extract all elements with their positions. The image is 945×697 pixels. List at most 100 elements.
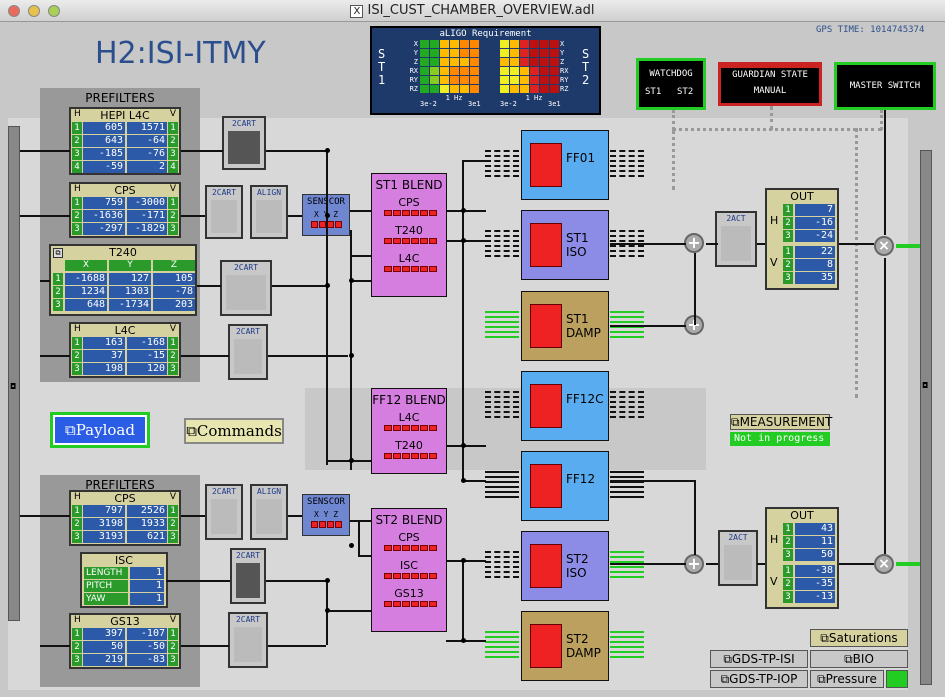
guardian-state-button[interactable]: GUARDIAN STATE MANUAL xyxy=(718,62,822,106)
left-scroll-bar[interactable]: ◘ xyxy=(8,126,20,621)
value-cell: -16 xyxy=(795,217,835,229)
row-index: 3 xyxy=(72,148,82,160)
st2-cps-2cart-button[interactable]: 2CART xyxy=(205,484,243,540)
st1-hepi-2cart-button[interactable]: 2CART xyxy=(222,116,266,170)
status-led xyxy=(420,545,428,551)
minimize-button[interactable] xyxy=(28,5,40,17)
dotted-line xyxy=(672,130,675,190)
close-button[interactable] xyxy=(8,5,20,17)
signal-line xyxy=(485,160,519,162)
signal-line xyxy=(485,471,519,473)
ff12c-button[interactable]: FF12C xyxy=(521,371,609,441)
st1-align-button[interactable]: ALIGN xyxy=(250,185,288,239)
l4c-2cart-button-matrix xyxy=(234,339,262,374)
isc-2cart-button[interactable]: 2CART xyxy=(230,548,266,604)
wire xyxy=(181,215,205,217)
pressure-button[interactable]: ⧉Pressure xyxy=(810,670,884,688)
signal-line xyxy=(485,561,519,563)
st2-iso-button[interactable]: ST2 ISO xyxy=(521,531,609,601)
st2-damp-button[interactable]: ST2 DAMP xyxy=(521,611,609,681)
st2-align-button[interactable]: ALIGN xyxy=(250,484,288,540)
aligo-st2-grid xyxy=(500,40,560,100)
signal-line xyxy=(485,571,519,573)
gds-tp-isi-button[interactable]: ⧉GDS-TP-ISI xyxy=(710,650,808,668)
aligo-cell xyxy=(450,58,459,66)
status-led xyxy=(402,210,410,216)
zoom-button[interactable] xyxy=(48,5,60,17)
master-switch-button[interactable]: MASTER SWITCH xyxy=(834,62,936,110)
aligo-cell xyxy=(470,67,479,75)
wire xyxy=(268,355,348,357)
row-index: 2 xyxy=(783,217,793,229)
st1-iso-button-leds xyxy=(530,223,562,267)
aligo-axis-label: Z xyxy=(560,58,565,66)
st2-2act-button[interactable]: 2ACT xyxy=(718,530,758,586)
st1-2act-button[interactable]: 2ACT xyxy=(715,211,757,267)
signal-line xyxy=(485,230,519,232)
gds-tp-iop-button[interactable]: ⧉GDS-TP-IOP xyxy=(710,670,808,688)
gs13-2cart-button[interactable]: 2CART xyxy=(228,612,268,668)
wire xyxy=(694,480,696,555)
status-led xyxy=(384,266,392,272)
t240-menu-icon[interactable]: ⧉ xyxy=(53,248,63,258)
status-led xyxy=(319,221,326,228)
right-scroll-bar[interactable]: ◘ xyxy=(920,150,932,685)
status-led xyxy=(411,453,419,459)
st1-damp-button[interactable]: ST1 DAMP xyxy=(521,291,609,361)
ff12-button[interactable]: FF12 xyxy=(521,451,609,521)
st1-iso-button[interactable]: ST1 ISO xyxy=(521,210,609,280)
status-led xyxy=(402,238,410,244)
value-cell: 1571 xyxy=(127,122,167,134)
ff12-button-label: FF12 xyxy=(566,472,596,486)
value-cell: 8 xyxy=(795,259,835,271)
signal-line xyxy=(485,326,519,328)
signal-line xyxy=(485,636,519,638)
l4c-2cart-button[interactable]: 2CART xyxy=(228,324,268,380)
row-index: 2 xyxy=(168,641,178,653)
signal-line xyxy=(485,401,519,403)
value-cell: -78 xyxy=(153,286,195,298)
measurement-button[interactable]: ⧉MEASUREMENT xyxy=(730,414,833,430)
signal-line xyxy=(485,311,519,313)
row-index: 1 xyxy=(168,337,178,349)
signal-line xyxy=(610,165,644,167)
junction-dot xyxy=(461,558,466,563)
payload-button[interactable]: ⧉Payload xyxy=(53,415,147,445)
commands-button[interactable]: ⧉Commands xyxy=(184,418,284,444)
window-icon: ⧉ xyxy=(65,421,76,439)
aligo-cell xyxy=(510,58,519,66)
st1-blend-button-input-label: CPS xyxy=(398,196,420,209)
st1-cps-2cart-button[interactable]: 2CART xyxy=(205,185,243,239)
bio-button[interactable]: ⧉BIO xyxy=(810,650,908,668)
signal-line xyxy=(610,631,644,633)
st2-senscor-label: SENSCOR xyxy=(307,497,345,507)
payload-frame: ⧉Payload xyxy=(50,412,150,448)
t240-2cart-button[interactable]: 2CART xyxy=(220,260,272,316)
watchdog-button[interactable]: WATCHDOG ST1 ST2 xyxy=(636,58,706,110)
wire xyxy=(839,563,874,565)
st2.cps-title: CPS xyxy=(114,492,136,505)
ff01-button[interactable]: FF01 xyxy=(521,130,609,200)
saturations-button[interactable]: ⧉Saturations xyxy=(810,629,908,647)
status-led xyxy=(420,425,428,431)
status-led xyxy=(384,453,392,459)
value-cell: 22 xyxy=(795,246,835,258)
signal-line xyxy=(485,396,519,398)
aligo-cell xyxy=(450,67,459,75)
